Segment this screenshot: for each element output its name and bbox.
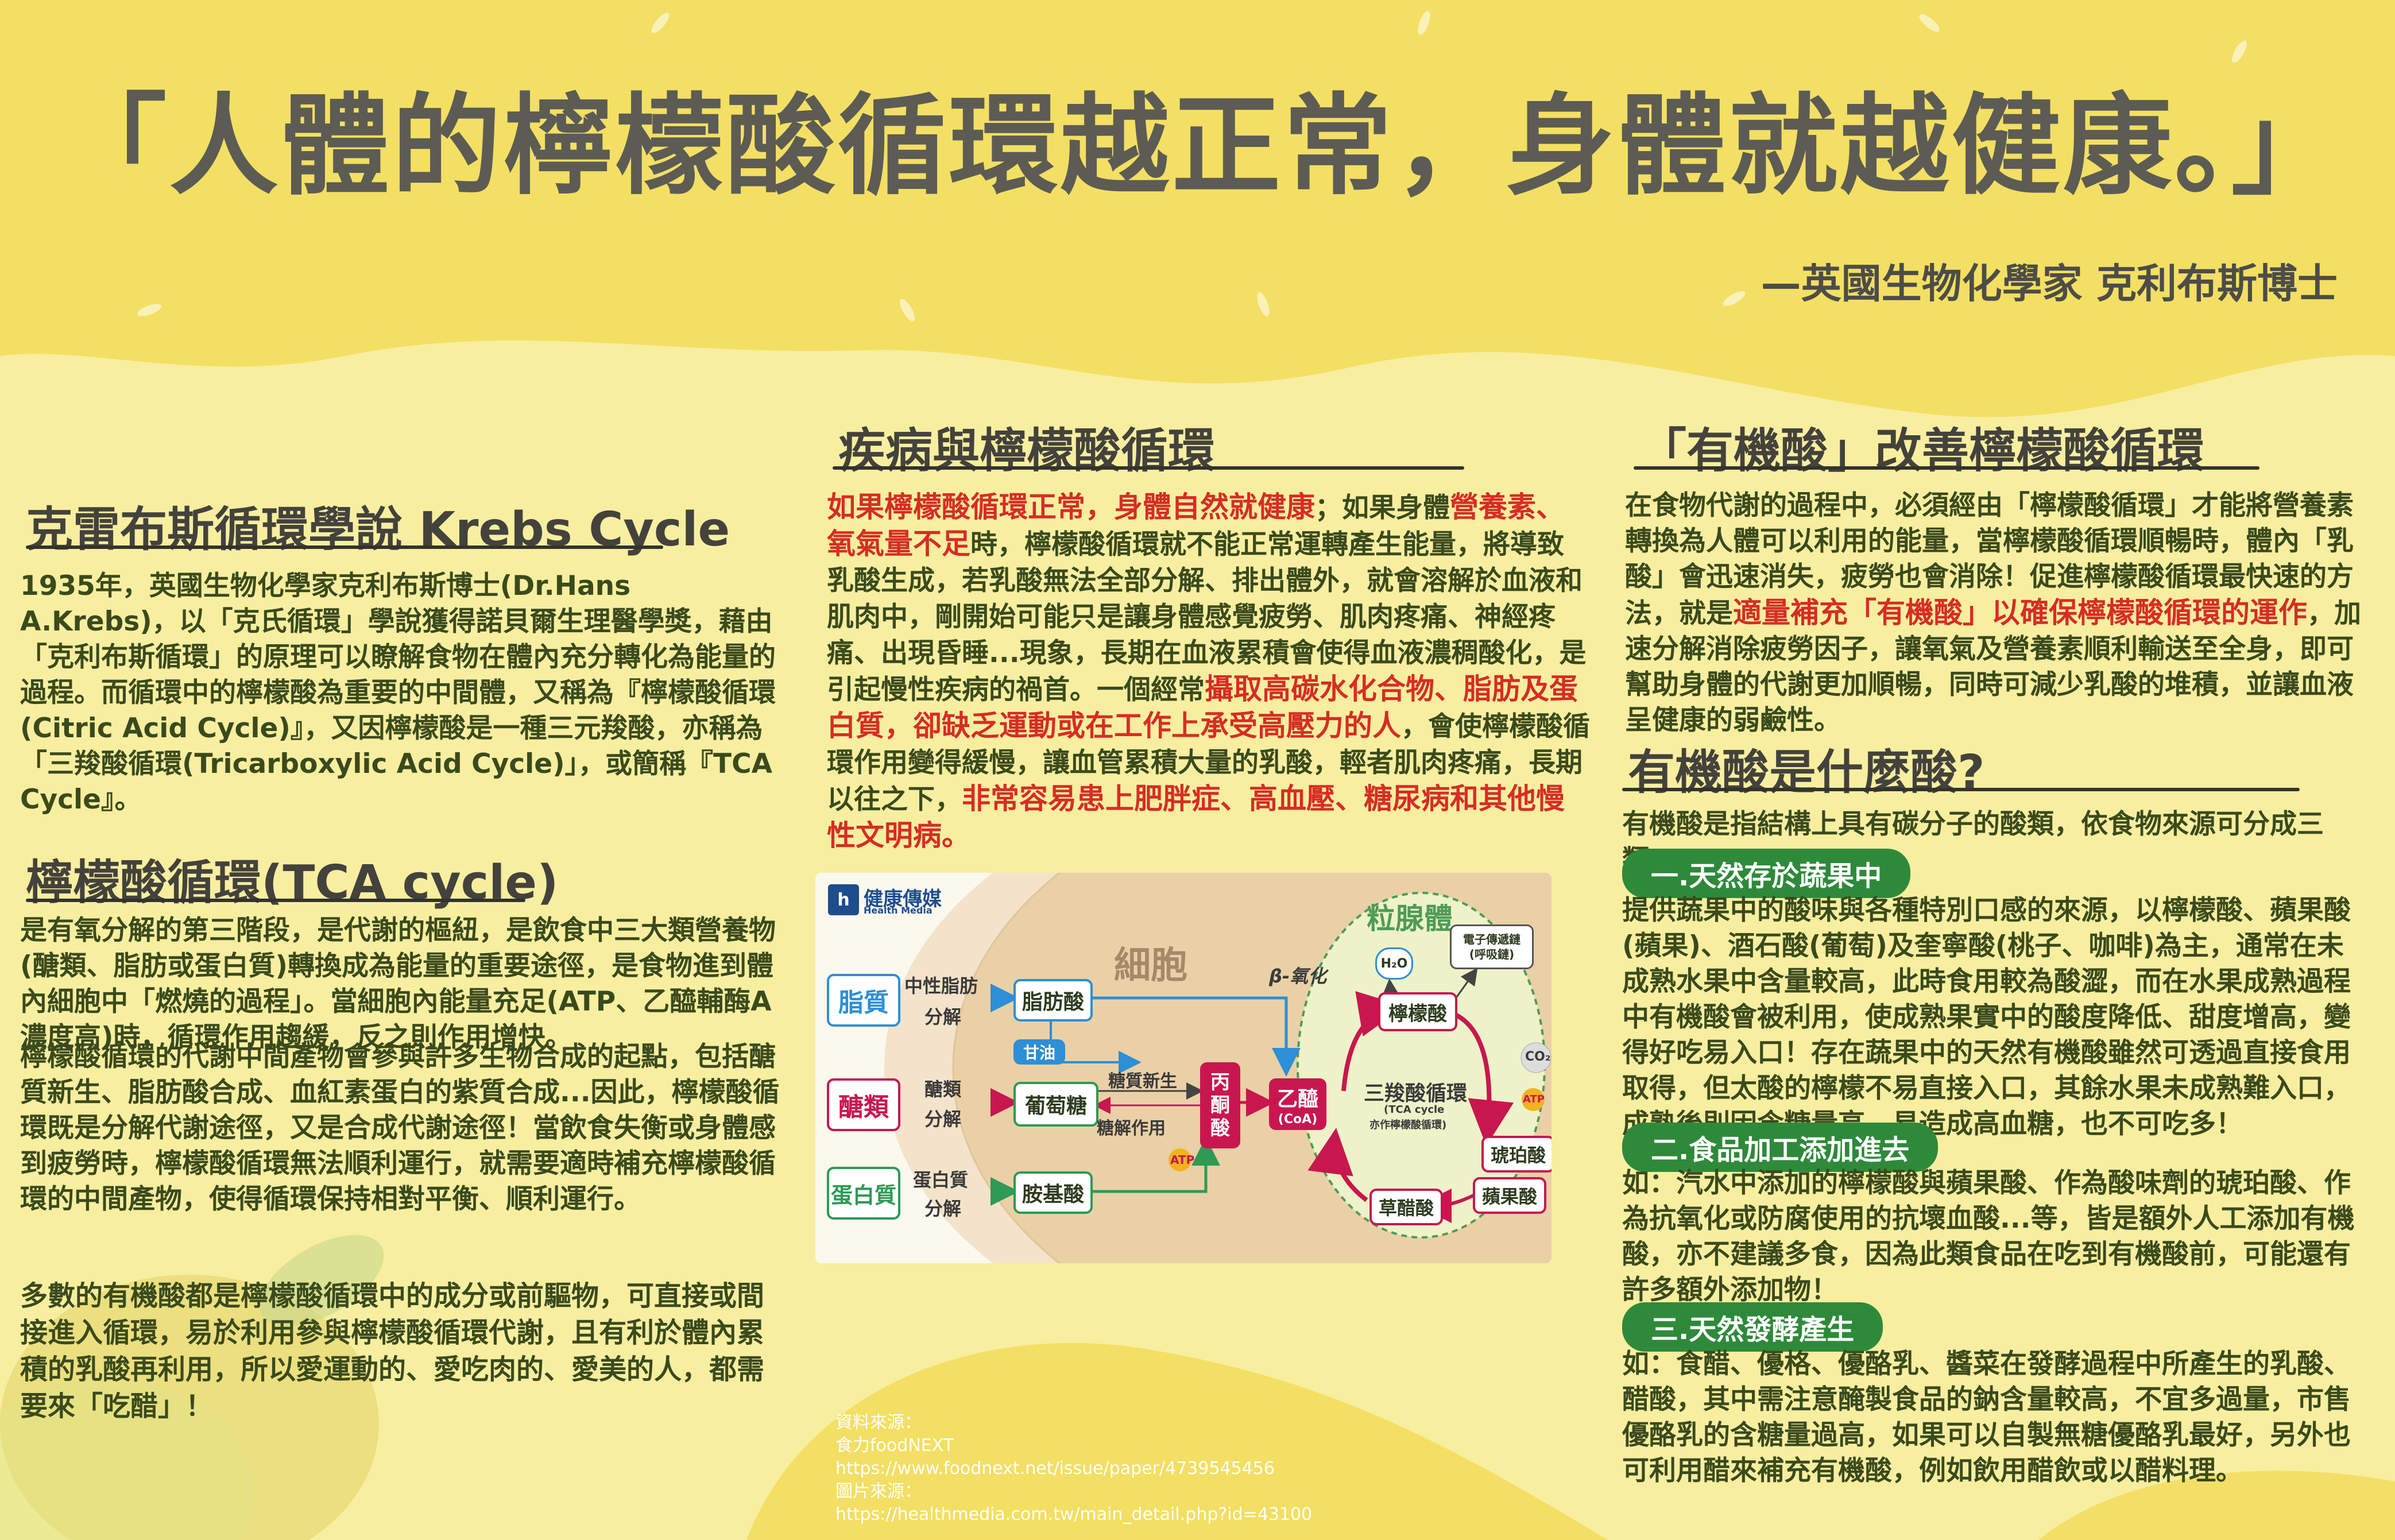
logo-subtext: Health Media (864, 905, 933, 916)
quote-attribution: —英國生物化學家 克利布斯博士 (1761, 260, 2338, 307)
disease-highlight-4: 非常容易患上肥胖症、高血壓、糖尿病和其他慢性文明病。 (827, 782, 1565, 852)
coa-label: (CoA) (1278, 1112, 1318, 1127)
fat-split-verb: 分解 (924, 1006, 962, 1028)
protein-split-label: 蛋白質 (913, 1169, 969, 1191)
category-3-pill: 三.天然發酵產生 (1622, 1302, 1883, 1352)
source-link-1[interactable]: https://www.foodnext.net/issue/paper/473… (835, 1458, 1275, 1479)
etc-label-1: 電子傳遞鏈 (1463, 932, 1520, 946)
krebs-underline (26, 545, 663, 549)
citric-acid-box: 檸檬酸 (1378, 992, 1457, 1031)
glycolysis-label: 糖解作用 (1097, 1119, 1166, 1139)
disease-text-3: ，會使檸檬酸循環作用變得緩慢，讓血管累積大量的乳酸，輕者肌肉疼痛，長期以往之下， (827, 711, 1590, 815)
atp-label-2: ATP (1523, 1093, 1545, 1105)
source-line-4: 圖片來源： (835, 1481, 922, 1502)
cell-label: 細胞 (1114, 945, 1187, 987)
organic-text-2: ，加速分解消除疲勞因子，讓氧氣及營養素順利輸送至全身，即可幫助身體的代謝更加順暢… (1625, 598, 2361, 736)
beta-oxidation-label: β-氧化 (1269, 965, 1327, 987)
disease-highlight-1: 如果檸檬酸循環正常，身體自然就健康 (827, 490, 1315, 524)
organic-highlight: 適量補充「有機酸」以確保檸檬酸循環的運作 (1733, 596, 2307, 629)
disease-text-2: 時，檸檬酸循環就不能正常運轉產生能量，將導致乳酸生成，若乳酸無法全部分解、排出體… (827, 529, 1587, 706)
glucose-box: 葡萄糖 (1013, 1082, 1098, 1127)
carbohydrate-box: 醣類 (827, 1078, 900, 1131)
organic-text-1: 在食物代謝的過程中，必須經由「檸檬酸循環」才能將營養素轉換為人體可以利用的能量，… (1625, 490, 2354, 629)
source-line-2: 食力foodNEXT (835, 1435, 954, 1456)
metabolism-diagram: h 健康傳媒 Health Media 細胞 粒腺體 脂質 醣類 蛋白質 中性脂… (815, 873, 1551, 1263)
category-1-body: 提供蔬果中的酸味與各種特別口感的來源，以檸檬酸、蘋果酸(蘋果)、酒石酸(葡萄)及… (1622, 895, 2351, 1140)
organic-body: 在食物代謝的過程中，必須經由「檸檬酸循環」才能將營養素轉換為人體可以利用的能量，… (1625, 488, 2366, 738)
disease-highlight-3: 攝取高碳水化合物、脂肪及蛋白質，卻缺乏運動或在工作上承受高壓力的人 (827, 672, 1578, 742)
gluconeogenesis-label: 糖質新生 (1108, 1071, 1177, 1092)
tca-underline (26, 899, 525, 902)
disease-body: 如果檸檬酸循環正常，身體自然就健康；如果身體營養素、氧氣量不足時，檸檬酸循環就不… (827, 489, 1591, 854)
atp-label-1: ATP (1170, 1153, 1195, 1167)
tca-sub-label-2: 亦作檸檬酸循環) (1369, 1119, 1447, 1131)
disease-heading: 疾病與檸檬酸循環 (838, 424, 1216, 478)
category-2-body: 如：汽水中添加的檸檬酸與蘋果酸、作為酸味劑的琥珀酸、作為抗氧化或防腐使用的抗壞血… (1622, 1167, 2355, 1306)
sugar-split-verb: 分解 (924, 1108, 962, 1130)
protein-split-verb: 分解 (924, 1198, 962, 1220)
logo-text: 健康傳媒 (864, 888, 942, 911)
source-link-2[interactable]: https://healthmedia.com.tw/main_detail.p… (835, 1504, 1313, 1524)
electron-chain-box: 電子傳遞鏈(呼吸鏈) (1450, 924, 1534, 969)
organic-heading: 「有機酸」改善檸檬酸循環 (1639, 424, 2205, 478)
lipid-box: 脂質 (827, 974, 900, 1027)
category-3-body: 如：食醋、優格、優酪乳、醬菜在發酵過程中所產生的乳酸、醋酸，其中需注意醃製食品的… (1622, 1348, 2351, 1487)
organic-underline (1634, 466, 2259, 470)
krebs-body: 1935年，英國生物化學家克利布斯博士(Dr.Hans A.Krebs)，以「克… (20, 570, 776, 815)
tca-sub-label-1: (TCA cycle (1384, 1104, 1445, 1116)
fat-split-label: 中性脂肪 (904, 975, 978, 997)
pyruvate-box: 丙酮酸 (1200, 1062, 1240, 1148)
fatty-acid-box: 脂肪酸 (1013, 979, 1093, 1021)
succinic-acid-box: 琥珀酸 (1481, 1136, 1551, 1173)
acetyl-coa-box: 乙醯(CoA) (1269, 1078, 1326, 1130)
disease-highlight-2: 營養素、氧氣量不足 (827, 490, 1565, 560)
acetyl-label: 乙醯 (1276, 1087, 1318, 1111)
krebs-heading: 克雷布斯循環學說 Krebs Cycle (26, 502, 730, 557)
etc-label-2: (呼吸鏈) (1469, 947, 1515, 961)
disease-text-1: ；如果身體 (1315, 492, 1450, 524)
whatis-heading: 有機酸是什麼酸? (1628, 745, 1985, 800)
page-title: 「人體的檸檬酸循環越正常，身體就越健康。」 (57, 83, 2343, 210)
glycerol-box: 甘油 (1013, 1039, 1065, 1065)
category-2-pill: 二.食品加工添加進去 (1622, 1123, 1939, 1172)
mitochondria-label: 粒腺體 (1367, 902, 1453, 935)
category-1-pill: 一.天然存於蔬果中 (1622, 849, 1911, 898)
amino-acid-box: 胺基酸 (1013, 1171, 1093, 1214)
tca-body-2: 檸檬酸循環的代謝中間產物會參與許多生物合成的起點，包括醣質新生、脂肪酸合成、血紅… (20, 1041, 780, 1215)
protein-box: 蛋白質 (827, 1167, 900, 1220)
source-block: 資料來源： 食力foodNEXT https://www.foodnext.ne… (835, 1411, 1312, 1526)
tca-heading: 檸檬酸循環(TCA cycle) (26, 856, 559, 910)
oxaloacetic-acid-box: 草醋酸 (1369, 1189, 1443, 1225)
healthmedia-logo-icon: h (828, 884, 859, 915)
co2-label: CO₂ (1525, 1050, 1551, 1064)
whatis-underline (1622, 788, 2300, 791)
water-box: H₂O (1375, 947, 1413, 980)
sugar-split-label: 醣類 (924, 1078, 962, 1100)
tca-cycle-label: 三羧酸循環 (1364, 1082, 1468, 1105)
disease-underline (833, 466, 1464, 470)
malic-acid-box: 蘋果酸 (1473, 1177, 1546, 1214)
tca-body-3: 多數的有機酸都是檸檬酸循環中的成分或前驅物，可直接或間接進入循環，易於利用參與檸… (20, 1280, 765, 1422)
tca-body-1: 是有氧分解的第三階段，是代謝的樞紐，是飲食中三大類營養物(醣類、脂肪或蛋白質)轉… (20, 915, 776, 1053)
source-line-1: 資料來源： (835, 1413, 922, 1433)
